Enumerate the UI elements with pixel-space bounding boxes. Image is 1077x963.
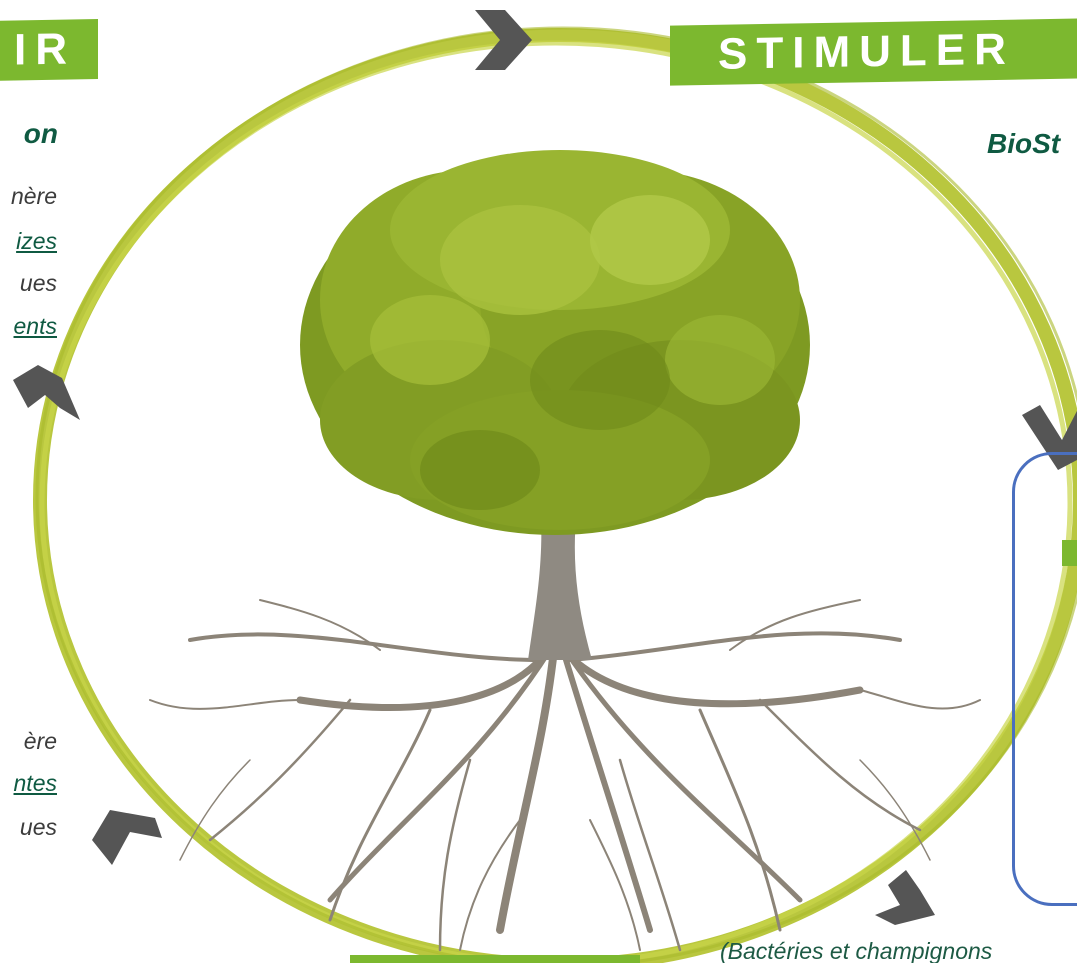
banner-stimuler: STIMULER: [670, 18, 1077, 86]
tree-image: [149, 150, 981, 952]
chevron-up-icon: [92, 810, 162, 865]
left-line-7: ues: [19, 814, 57, 840]
info-box: [1012, 452, 1077, 906]
left-line-2: izes: [16, 228, 57, 254]
right-heading: BioSt: [987, 128, 1061, 159]
chevron-down-icon: [875, 870, 935, 925]
banner-left: IR: [0, 19, 98, 81]
chevron-up-icon: [13, 365, 80, 420]
left-line-4: ents: [13, 313, 57, 339]
bottom-caption: (Bactéries et champignons: [720, 938, 993, 963]
left-line-6: ntes: [13, 770, 57, 796]
left-heading: on: [23, 118, 58, 149]
box-green-tab: [1062, 540, 1077, 566]
left-line-3: ues: [19, 270, 57, 296]
left-line-5: ère: [23, 728, 57, 754]
chevron-right-icon: [475, 10, 532, 70]
left-line-1: nère: [10, 183, 57, 209]
